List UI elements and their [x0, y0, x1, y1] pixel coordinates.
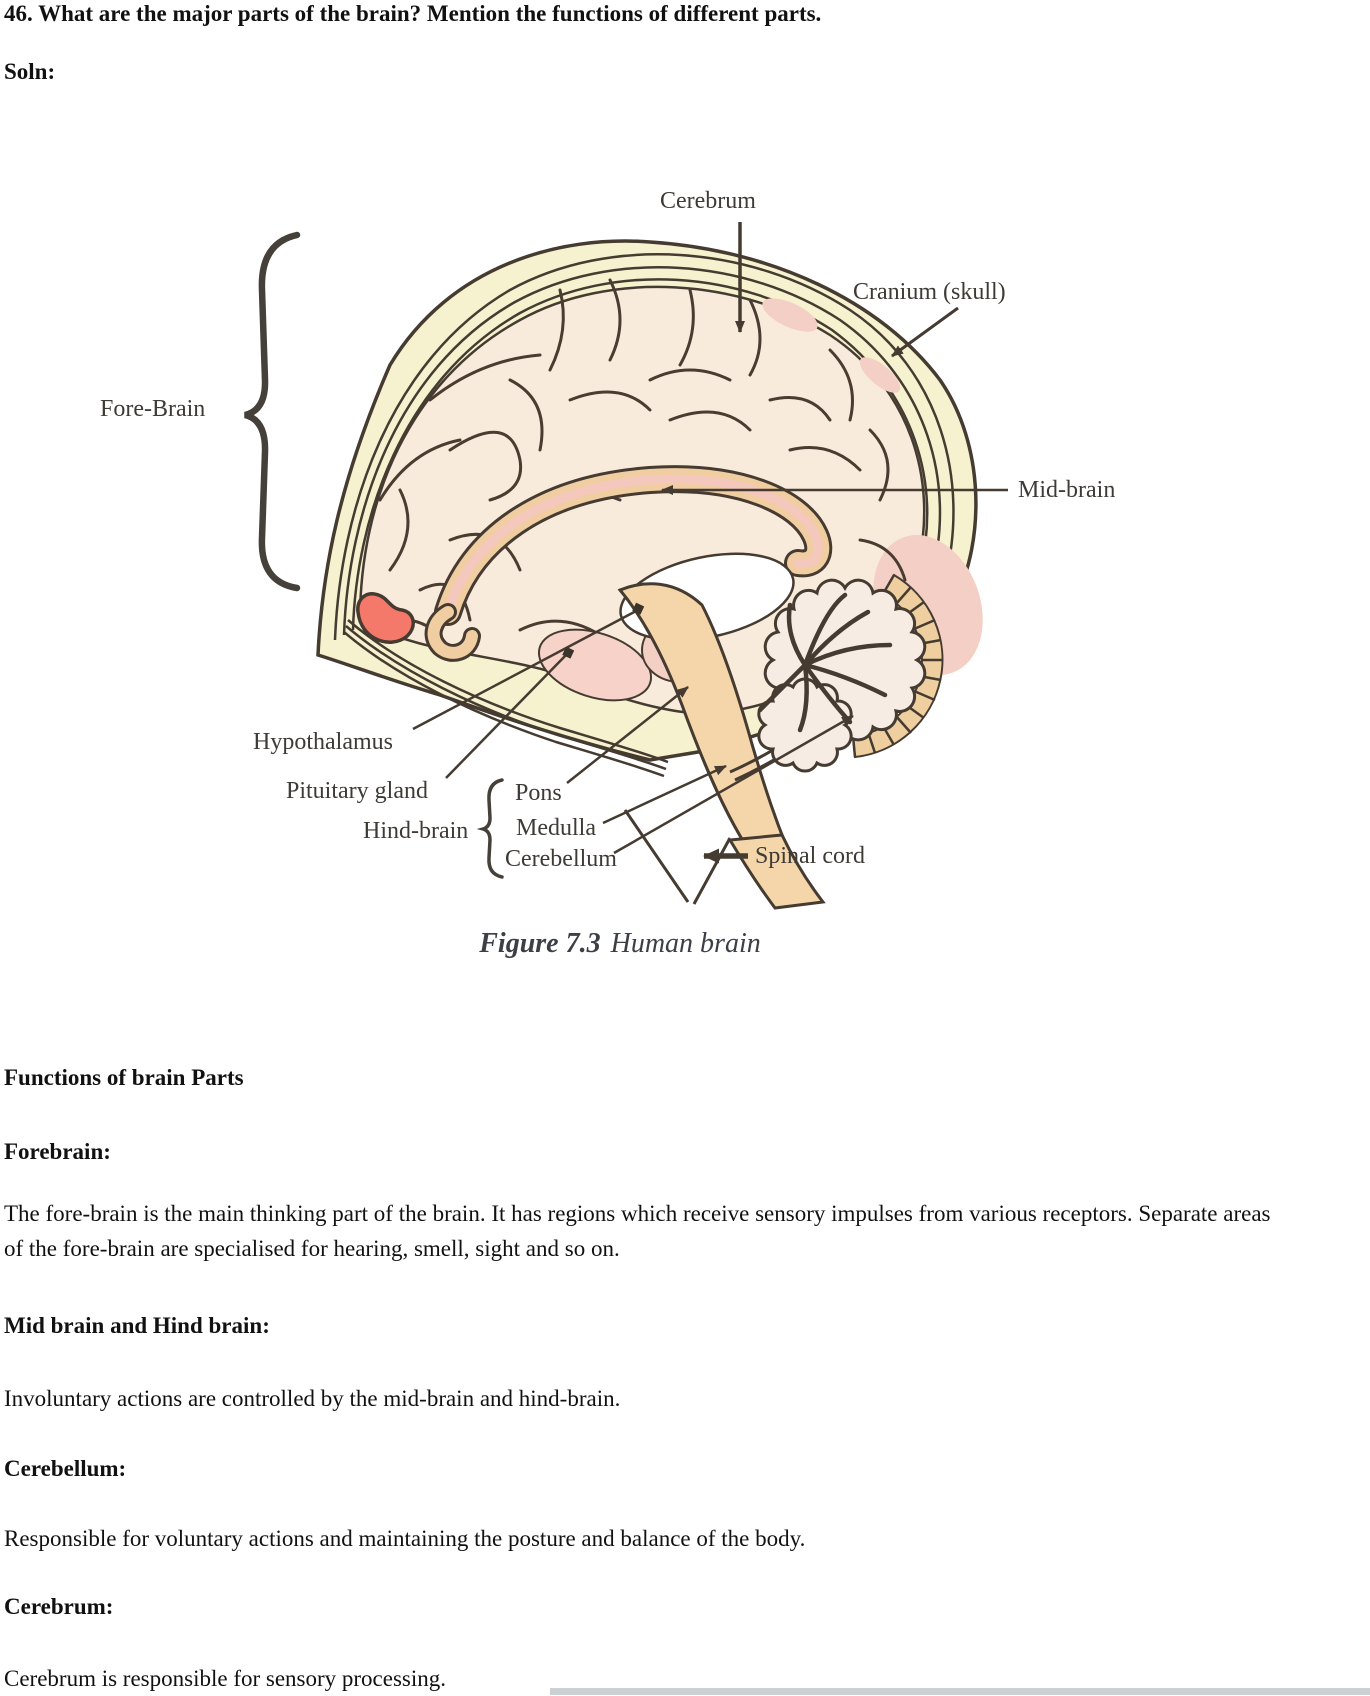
brain-diagram [90, 150, 1150, 940]
label-hind-brain: Hind-brain [363, 818, 469, 844]
arbor-vitae-lines [757, 592, 893, 733]
hindbrain-brace [476, 778, 504, 879]
label-pons: Pons [515, 780, 562, 806]
label-medulla: Medulla [516, 815, 596, 841]
cerebellum-small-lobe [757, 677, 853, 773]
functions-heading: Functions of brain Parts [4, 1065, 244, 1090]
bottom-edge-artifact [550, 1688, 1370, 1695]
forebrain-brace [243, 231, 301, 592]
cerebrum-heading: Cerebrum: [4, 1594, 114, 1619]
label-arrows [412, 222, 1008, 864]
midhind-paragraph: Involuntary actions are controlled by th… [4, 1386, 621, 1411]
question-text: 46. What are the major parts of the brai… [4, 1, 822, 26]
label-cerebrum: Cerebrum [660, 188, 756, 214]
midhind-heading: Mid brain and Hind brain: [4, 1313, 270, 1338]
label-pituitary: Pituitary gland [286, 778, 428, 804]
cerebrum-paragraph: Cerebrum is responsible for sensory proc… [4, 1666, 447, 1691]
label-spinal-cord: Spinal cord [755, 843, 865, 869]
figure-caption-text: Human brain [610, 928, 761, 959]
figure-caption-number: Figure 7.3 [479, 928, 601, 959]
forebrain-paragraph: The fore-brain is the main thinking part… [4, 1201, 1271, 1261]
cerebellum-heading: Cerebellum: [4, 1456, 127, 1481]
spinal-cord-shape [727, 833, 826, 910]
label-cerebellum: Cerebellum [505, 846, 617, 872]
label-mid-brain: Mid-brain [1018, 477, 1116, 503]
pituitary-shape [356, 592, 415, 644]
label-fore-brain: Fore-Brain [100, 396, 206, 422]
cerebellum-paragraph: Responsible for voluntary actions and ma… [4, 1526, 806, 1551]
forebrain-heading: Forebrain: [4, 1139, 111, 1164]
corpus-callosum [424, 465, 833, 662]
figure-caption: Figure 7.3 Human brain [400, 928, 840, 960]
brain-diagram-svg [243, 222, 1008, 910]
soln-label: Soln: [4, 59, 56, 84]
label-cranium: Cranium (skull) [853, 279, 1006, 305]
label-hypothalamus: Hypothalamus [253, 729, 393, 755]
